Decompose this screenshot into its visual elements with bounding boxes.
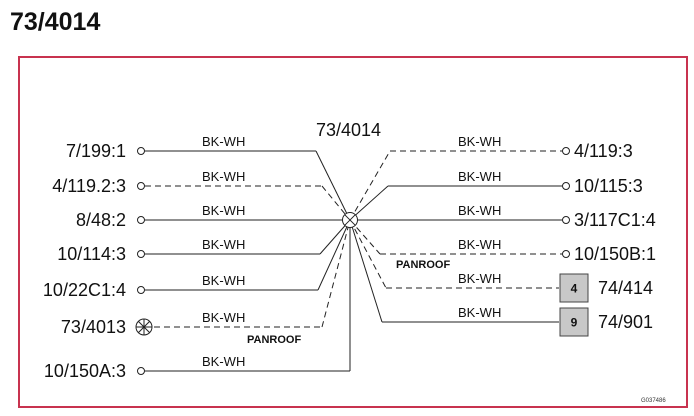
wire-color-left-6: BK-WH xyxy=(202,310,245,325)
wire-left-1-to-splice xyxy=(315,150,351,221)
wire-right-1-from-splice xyxy=(349,150,391,221)
terminal-label-right-6: 74/901 xyxy=(598,312,653,332)
wire-color-left-5: BK-WH xyxy=(202,273,245,288)
splice-point xyxy=(342,212,358,228)
terminal-label-right-2: 10/115:3 xyxy=(574,176,643,196)
wires-layer xyxy=(135,147,589,375)
wire-left-2-to-splice xyxy=(321,185,351,221)
wire-color-right-1: BK-WH xyxy=(458,134,501,149)
diagram-frame xyxy=(18,56,688,408)
terminal-label-right-3: 3/117C1:4 xyxy=(574,210,656,230)
wire-right-4-from-splice xyxy=(349,219,381,255)
terminal-pin xyxy=(137,147,145,155)
terminal-label-left-4: 10/114:3 xyxy=(57,244,126,264)
terminal-pin xyxy=(137,286,145,294)
connector-number: 9 xyxy=(571,316,578,330)
terminal-label-left-1: 7/199:1 xyxy=(66,141,126,161)
wire-color-left-1: BK-WH xyxy=(202,134,245,149)
wire-color-right-4: BK-WH xyxy=(458,237,501,252)
wire-color-right-5: BK-WH xyxy=(458,271,501,286)
terminal-pin xyxy=(562,216,570,224)
wire-color-left-4: BK-WH xyxy=(202,237,245,252)
reference-code: G037486 xyxy=(641,398,666,404)
terminal-pin xyxy=(562,182,570,190)
terminal-pin xyxy=(137,216,145,224)
wire-right-2-from-splice xyxy=(349,185,389,221)
terminal-label-left-5: 10/22C1:4 xyxy=(43,280,126,300)
terminal-label-left-6: 73/4013 xyxy=(61,317,126,337)
wire-color-right-3: BK-WH xyxy=(458,203,501,218)
wire-color-left-2: BK-WH xyxy=(202,169,245,184)
terminal-label-right-5: 74/414 xyxy=(598,278,653,298)
terminal-pin xyxy=(137,250,145,258)
connector-box xyxy=(559,273,589,303)
wire-right-5-from-splice xyxy=(349,219,387,289)
wire-color-right-2: BK-WH xyxy=(458,169,501,184)
terminal-pin xyxy=(137,367,145,375)
wire-right-6-from-splice xyxy=(349,219,383,323)
splice-label: 73/4014 xyxy=(316,120,381,140)
wire-color-left-7: BK-WH xyxy=(202,354,245,369)
wire-left-5-to-splice xyxy=(317,219,351,291)
terminal-pin xyxy=(562,147,570,155)
terminal-label-right-4: 10/150B:1 xyxy=(574,244,656,264)
ground-symbol-icon xyxy=(135,318,153,336)
connector-number: 4 xyxy=(571,282,578,296)
connector-box xyxy=(559,307,589,337)
terminal-pin xyxy=(137,182,145,190)
wire-left-6-to-splice xyxy=(321,219,351,328)
wire-note-left-6: PANROOF xyxy=(247,334,301,346)
terminal-label-left-2: 4/119.2:3 xyxy=(52,176,126,196)
page-title: 73/4014 xyxy=(10,8,101,36)
terminal-label-left-7: 10/150A:3 xyxy=(44,361,126,381)
wire-color-left-3: BK-WH xyxy=(202,203,245,218)
wire-note-right-4: PANROOF xyxy=(396,259,450,271)
terminal-pin xyxy=(562,250,570,258)
terminal-label-left-3: 8/48:2 xyxy=(76,210,126,230)
terminal-label-right-1: 4/119:3 xyxy=(574,141,633,161)
wire-color-right-6: BK-WH xyxy=(458,305,501,320)
